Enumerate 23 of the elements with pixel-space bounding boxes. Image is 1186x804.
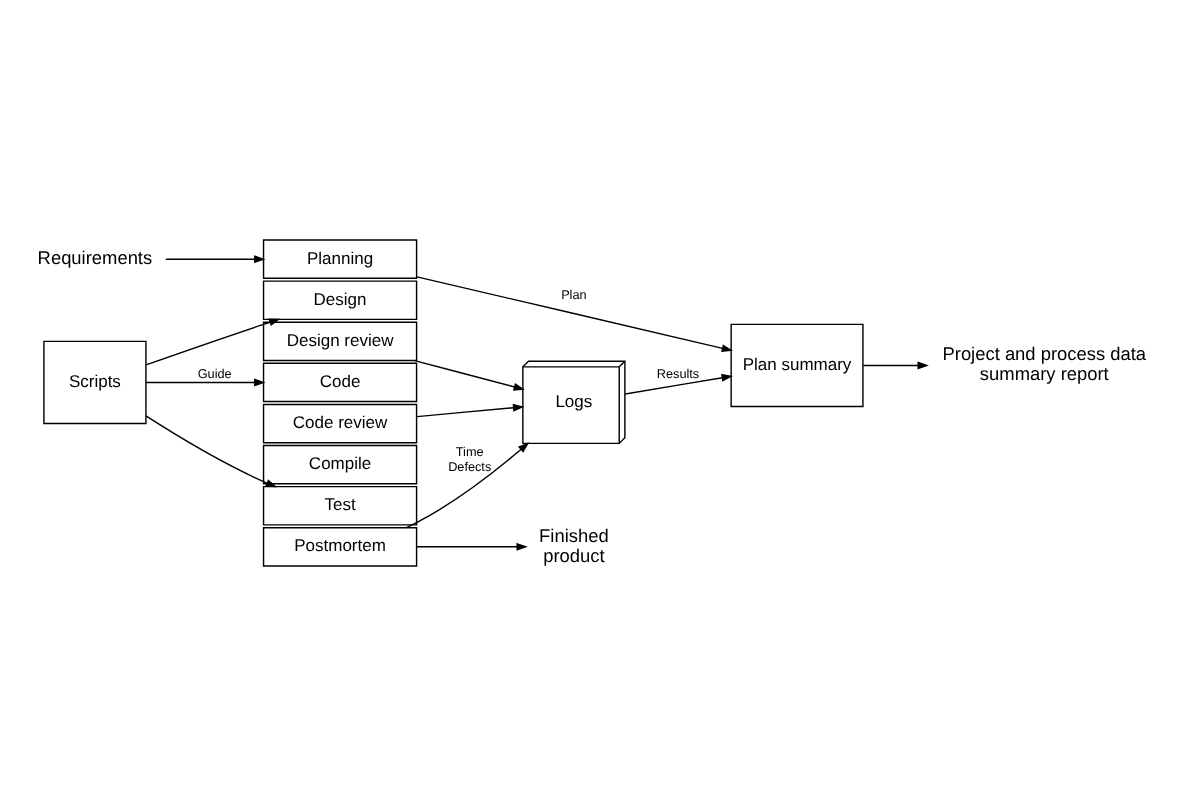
node-box: Code xyxy=(262,361,418,402)
node-box: Planning xyxy=(262,238,418,278)
node-text: Project and process data summary report xyxy=(942,343,1147,384)
node-box: Scripts xyxy=(43,339,147,424)
node-text: Requirements xyxy=(37,246,153,267)
node-text: Finished product xyxy=(539,524,609,565)
arrow xyxy=(416,275,734,352)
node-box: Postmortem xyxy=(262,526,418,566)
node-box: Compile xyxy=(262,443,418,484)
node-box: Code review xyxy=(262,402,418,443)
node-box: Design review xyxy=(262,320,418,361)
arrow xyxy=(862,360,929,369)
arrow xyxy=(416,541,528,550)
node-box: Test xyxy=(262,484,418,525)
arrow xyxy=(413,358,525,390)
arrow xyxy=(405,441,530,528)
node-box: Plan summary xyxy=(730,322,864,407)
arrow xyxy=(145,414,278,487)
node-box: Design xyxy=(262,279,418,320)
arrow xyxy=(624,372,733,394)
arrow xyxy=(165,254,266,263)
arrow xyxy=(416,402,525,417)
arrow xyxy=(145,377,266,386)
